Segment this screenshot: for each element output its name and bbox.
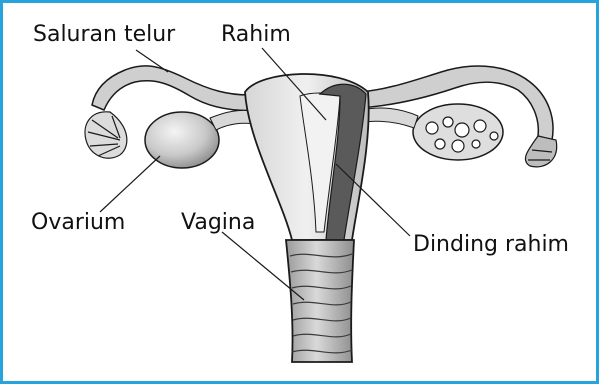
label-uterine-wall: Dinding rahim <box>413 234 569 256</box>
label-ovary: Ovarium <box>31 212 125 234</box>
right-ligament <box>362 108 418 128</box>
label-vagina: Vagina <box>181 212 255 234</box>
vagina <box>286 240 354 362</box>
right-fimbriae <box>525 136 556 167</box>
label-oviduct: Saluran telur <box>33 24 175 46</box>
ovary-leader <box>100 156 160 212</box>
left-fimbriae <box>85 112 127 158</box>
label-uterus: Rahim <box>221 24 291 46</box>
left-oviduct <box>92 66 262 111</box>
